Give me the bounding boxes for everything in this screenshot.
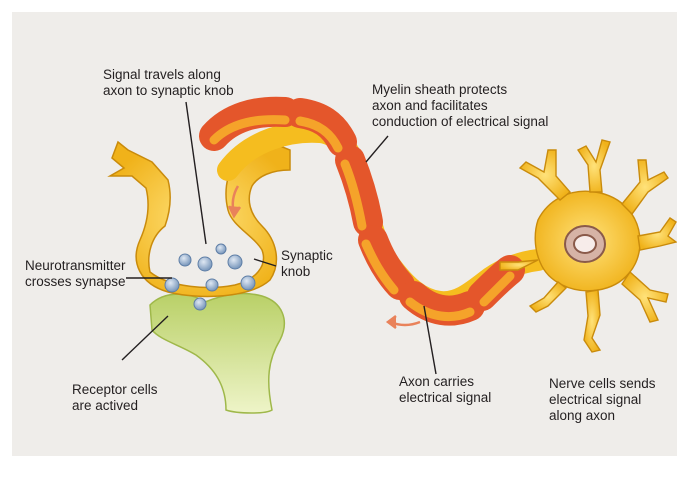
label-synaptic-knob: Synaptic knob	[281, 248, 333, 280]
nucleus	[565, 226, 605, 262]
label-myelin-sheath: Myelin sheath protects axon and facilita…	[372, 82, 548, 130]
label-signal-travels: Signal travels along axon to synaptic kn…	[103, 67, 234, 99]
receptor-cell	[150, 294, 284, 413]
label-nerve-cells: Nerve cells sends electrical signal alon…	[549, 376, 656, 424]
label-neurotransmitter: Neurotransmitter crosses synapse	[25, 258, 126, 290]
label-axon-carries: Axon carries electrical signal	[399, 374, 491, 406]
label-receptor-cells: Receptor cells are actived	[72, 382, 158, 414]
synaptic-knob	[110, 142, 290, 296]
